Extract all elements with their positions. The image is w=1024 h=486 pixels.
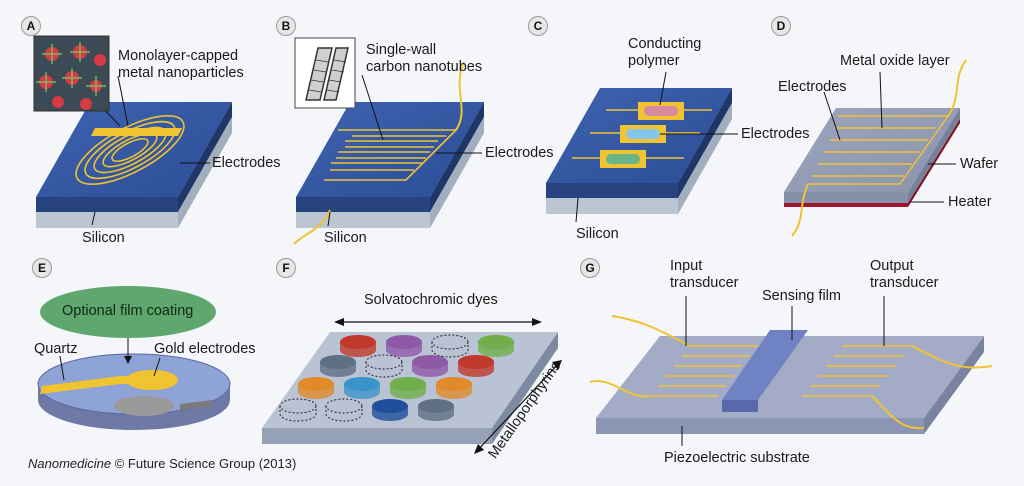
panel-d-device bbox=[784, 59, 967, 237]
label-c-silicon: Silicon bbox=[576, 226, 619, 242]
label-a-electrodes: Electrodes bbox=[212, 155, 281, 171]
panel-d-badge: D bbox=[771, 16, 791, 36]
figure-credit: Nanomedicine © Future Science Group (201… bbox=[28, 456, 296, 471]
empty-dye-slot bbox=[431, 334, 469, 358]
label-wafer: Wafer bbox=[960, 156, 999, 172]
panel-a-device bbox=[36, 75, 232, 228]
panel-e-badge: E bbox=[32, 258, 52, 278]
dye-disc bbox=[458, 355, 494, 377]
polymer-cells bbox=[600, 102, 684, 168]
empty-dye-slot bbox=[325, 398, 363, 422]
label-conducting-polymer: Conducting polymer bbox=[628, 36, 702, 69]
label-monolayer-capped-nanoparticles: Monolayer-capped metal nanoparticles bbox=[118, 48, 244, 81]
panel-g-badge: G bbox=[580, 258, 600, 278]
dye-disc bbox=[298, 377, 334, 399]
label-sensing-film: Sensing film bbox=[762, 288, 841, 304]
label-gold-electrodes: Gold electrodes bbox=[154, 341, 256, 357]
sensing-film bbox=[722, 330, 808, 412]
label-a-silicon: Silicon bbox=[82, 230, 125, 246]
panel-g-device bbox=[589, 296, 993, 446]
dye-disc bbox=[436, 377, 472, 399]
dye-disc bbox=[386, 335, 422, 357]
label-output-transducer: Output transducer bbox=[870, 258, 939, 291]
label-quartz: Quartz bbox=[34, 341, 78, 357]
label-metal-oxide-layer: Metal oxide layer bbox=[840, 53, 950, 69]
dye-disc bbox=[418, 399, 454, 421]
b-electrode-fingers bbox=[324, 129, 458, 181]
nanotube-inset bbox=[294, 37, 356, 109]
nanoparticle-inset bbox=[33, 35, 110, 112]
label-piezoelectric-substrate: Piezoelectric substrate bbox=[664, 450, 810, 466]
input-transducer-fingers bbox=[650, 345, 758, 397]
output-transducer-fingers bbox=[802, 345, 912, 397]
label-optional-film-coating: Optional film coating bbox=[62, 303, 194, 319]
dye-disc bbox=[478, 335, 514, 357]
label-single-wall-nanotubes: Single-wall carbon nanotubes bbox=[366, 42, 483, 75]
panel-b-device bbox=[293, 61, 484, 245]
label-solvatochromic-dyes: Solvatochromic dyes bbox=[364, 292, 498, 308]
dye-disc bbox=[372, 399, 408, 421]
dye-disc bbox=[320, 355, 356, 377]
dye-disc bbox=[344, 377, 380, 399]
label-heater: Heater bbox=[948, 194, 992, 210]
label-c-electrodes: Electrodes bbox=[741, 126, 810, 142]
panel-c-device bbox=[546, 71, 738, 223]
label-input-transducer: Input transducer bbox=[670, 258, 739, 291]
panel-e-device bbox=[37, 286, 231, 430]
dye-disc-array bbox=[279, 334, 514, 422]
credit-journal: Nanomedicine bbox=[28, 456, 112, 471]
label-b-electrodes: Electrodes bbox=[485, 145, 554, 161]
dye-disc bbox=[340, 335, 376, 357]
label-b-silicon: Silicon bbox=[324, 230, 367, 246]
dye-disc bbox=[390, 377, 426, 399]
empty-dye-slot bbox=[279, 398, 317, 422]
panel-c-badge: C bbox=[528, 16, 548, 36]
panel-f-badge: F bbox=[276, 258, 296, 278]
dye-disc bbox=[412, 355, 448, 377]
label-d-electrodes: Electrodes bbox=[778, 79, 847, 95]
panel-b-badge: B bbox=[276, 16, 296, 36]
panel-a-badge: A bbox=[21, 16, 41, 36]
credit-rest: © Future Science Group (2013) bbox=[111, 456, 297, 471]
empty-dye-slot bbox=[365, 354, 403, 378]
